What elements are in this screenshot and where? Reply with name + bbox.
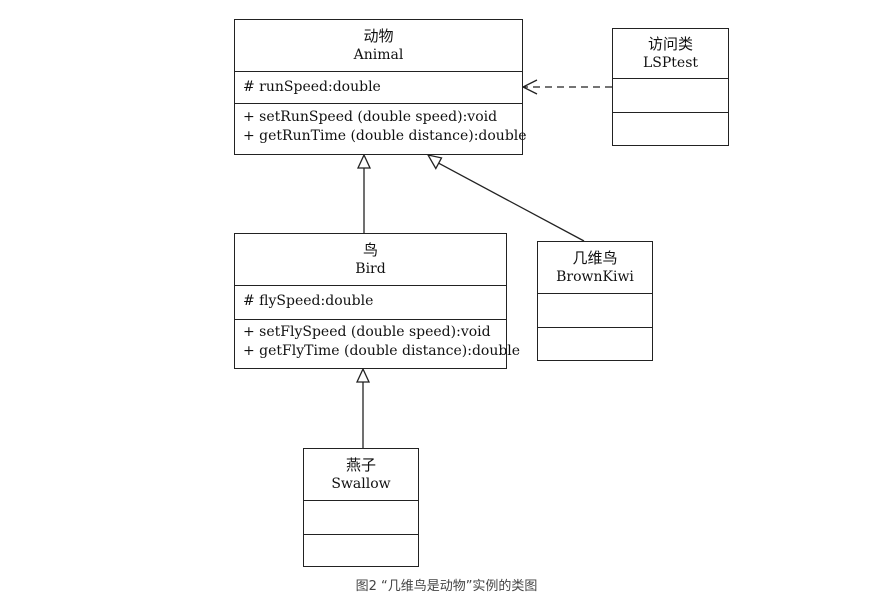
class-animal-attributes: # runSpeed:double bbox=[235, 72, 522, 104]
class-swallow-name-cn: 燕子 bbox=[345, 456, 376, 474]
class-animal-method: + getRunTime (double distance):double bbox=[243, 128, 527, 144]
class-animal-name-en: Animal bbox=[353, 47, 404, 63]
class-lsptest-methods bbox=[613, 113, 728, 145]
class-animal-name-cn: 动物 bbox=[363, 27, 394, 45]
class-lsptest: 访问类 LSPtest bbox=[612, 28, 729, 146]
class-lsptest-name-cn: 访问类 bbox=[647, 35, 693, 53]
generalization-arrow-bird-to-animal bbox=[356, 153, 372, 233]
class-swallow-attributes bbox=[304, 501, 418, 535]
class-bird-attributes: # flySpeed:double bbox=[235, 286, 506, 320]
class-swallow: 燕子 Swallow bbox=[303, 448, 419, 567]
class-animal-methods: + setRunSpeed (double speed):void + getR… bbox=[235, 104, 527, 154]
generalization-arrow-swallow-to-bird bbox=[355, 367, 371, 448]
class-bird-methods: + setFlySpeed (double speed):void + getF… bbox=[235, 320, 521, 368]
class-swallow-header: 燕子 Swallow bbox=[304, 449, 418, 501]
class-brownkiwi-header: 几维鸟 BrownKiwi bbox=[538, 242, 652, 294]
class-bird-name-en: Bird bbox=[355, 261, 386, 277]
class-bird: 鸟 Bird # flySpeed:double + setFlySpeed (… bbox=[234, 233, 521, 369]
class-bird-method: + getFlyTime (double distance):double bbox=[243, 343, 521, 359]
generalization-arrow-brownkiwi-to-animal bbox=[426, 154, 585, 242]
class-brownkiwi-name-en: BrownKiwi bbox=[556, 269, 634, 285]
figure-caption: 图2 “几维鸟是动物”实例的类图 bbox=[355, 579, 538, 594]
class-bird-attribute: # flySpeed:double bbox=[243, 293, 374, 309]
class-lsptest-attributes bbox=[613, 79, 728, 113]
class-lsptest-name-en: LSPtest bbox=[642, 55, 699, 71]
class-swallow-methods bbox=[304, 535, 418, 566]
dependency-arrow-lsptest-to-animal bbox=[521, 79, 612, 95]
class-lsptest-header: 访问类 LSPtest bbox=[613, 29, 728, 79]
class-animal-method: + setRunSpeed (double speed):void bbox=[243, 109, 498, 125]
class-brownkiwi-name-cn: 几维鸟 bbox=[572, 249, 618, 267]
class-swallow-name-en: Swallow bbox=[331, 476, 391, 492]
class-brownkiwi-attributes bbox=[538, 294, 652, 328]
class-bird-name-cn: 鸟 bbox=[362, 241, 378, 259]
class-brownkiwi: 几维鸟 BrownKiwi bbox=[537, 241, 653, 361]
class-animal-header: 动物 Animal bbox=[235, 20, 522, 72]
class-bird-header: 鸟 Bird bbox=[235, 234, 506, 286]
class-bird-method: + setFlySpeed (double speed):void bbox=[243, 324, 491, 340]
class-animal: 动物 Animal # runSpeed:double + setRunSpee… bbox=[234, 19, 527, 155]
class-brownkiwi-methods bbox=[538, 328, 652, 360]
class-animal-attribute: # runSpeed:double bbox=[243, 79, 381, 95]
